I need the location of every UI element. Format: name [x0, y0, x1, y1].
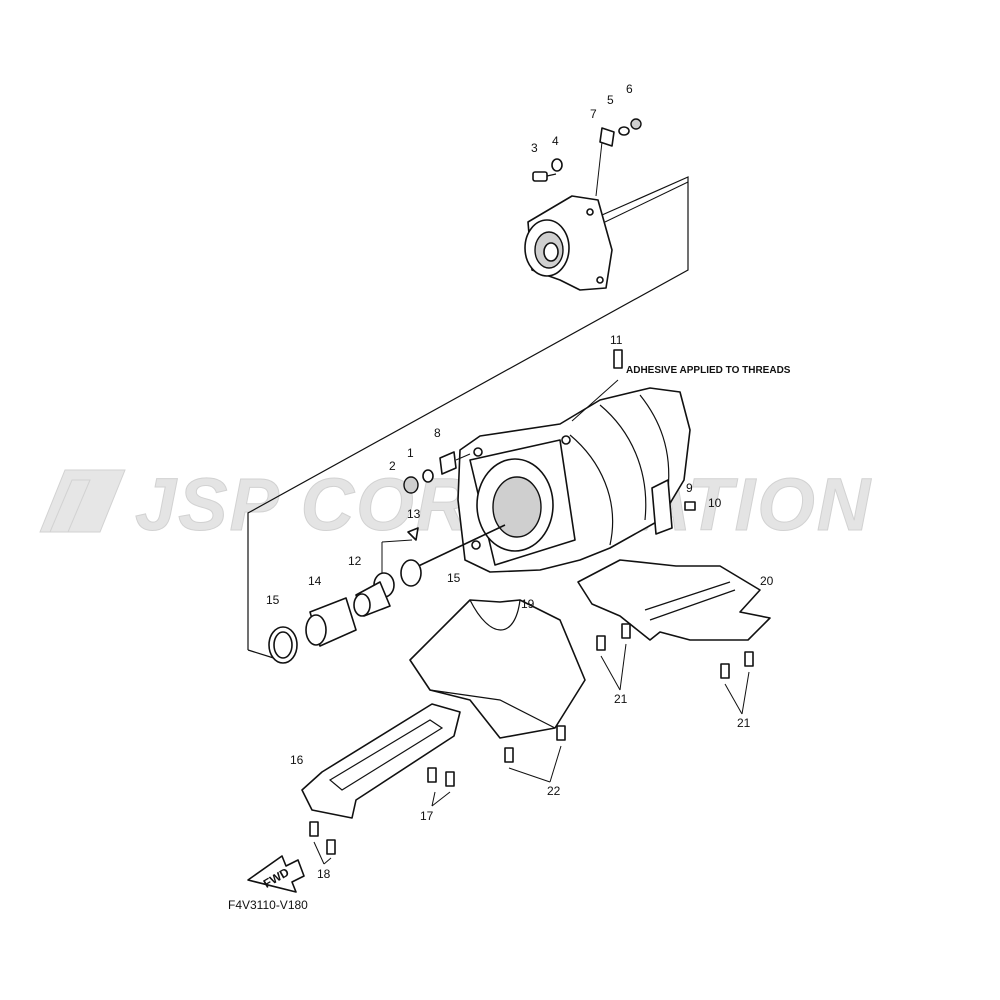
group-frame — [247, 176, 689, 650]
callout-15b: 15 — [447, 571, 461, 585]
bearing-housing — [524, 181, 689, 291]
callout-6: 6 — [626, 82, 633, 96]
callout-3: 3 — [531, 141, 538, 155]
bolts-21-right — [720, 651, 754, 679]
callout-9: 9 — [686, 481, 693, 495]
leader-lines — [313, 643, 750, 865]
bracket-8 — [439, 451, 457, 475]
callout-15a: 15 — [266, 593, 280, 607]
callout-1: 1 — [407, 446, 414, 460]
adhesive-note: ADHESIVE APPLIED TO THREADS — [626, 365, 791, 376]
callout-17: 17 — [420, 809, 434, 823]
drive-shaft — [409, 524, 506, 571]
upper-hardware — [532, 118, 642, 197]
callout-14: 14 — [308, 574, 322, 588]
washer-1 — [422, 469, 434, 483]
bracket-19 — [409, 599, 586, 739]
callout-22: 22 — [547, 784, 561, 798]
seal-2 — [403, 476, 419, 494]
bolt-11 — [613, 349, 623, 369]
callout-13: 13 — [407, 507, 421, 521]
plate-9 — [651, 479, 673, 535]
callout-4: 4 — [552, 134, 559, 148]
callout-12: 12 — [348, 554, 362, 568]
callout-5: 5 — [607, 93, 614, 107]
callout-21b: 21 — [737, 716, 751, 730]
screw-13 — [407, 527, 419, 541]
bolts-21-left — [596, 623, 631, 651]
callout-18: 18 — [317, 867, 331, 881]
bolts-17 — [427, 767, 455, 787]
callout-21a: 21 — [614, 692, 628, 706]
watermark: JSP CORPORATION — [39, 463, 871, 547]
callout-10: 10 — [708, 496, 722, 510]
bolt-10 — [684, 501, 696, 511]
callout-7: 7 — [590, 107, 597, 121]
fwd-arrow: FWD — [247, 855, 305, 893]
diagram-code: F4V3110-V180 — [228, 898, 308, 912]
bolts-18 — [309, 821, 336, 855]
callout-11: 11 — [610, 333, 623, 347]
plate-16 — [301, 703, 461, 819]
bolts-22 — [504, 725, 566, 763]
callout-19: 19 — [521, 597, 535, 611]
callout-16: 16 — [290, 753, 304, 767]
callout-2: 2 — [389, 459, 396, 473]
callout-8: 8 — [434, 426, 441, 440]
jet-pump-housing — [457, 379, 691, 573]
hose-assembly — [268, 559, 422, 664]
callout-20: 20 — [760, 574, 774, 588]
watermark-logo-mark — [39, 469, 126, 533]
